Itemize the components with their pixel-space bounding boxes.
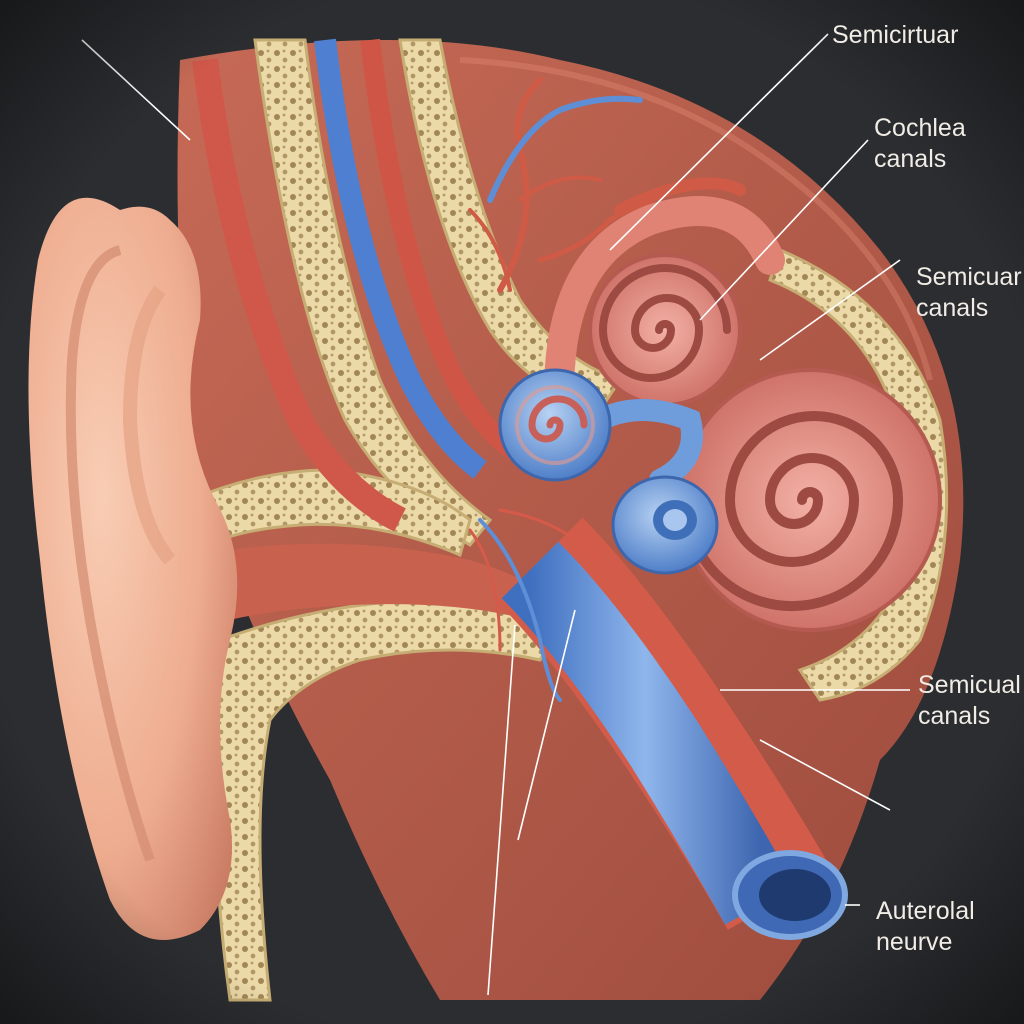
label-cochlea-canals: Cochlea canals: [874, 114, 966, 173]
label-semicircular-mid: Semicuar canals: [916, 263, 1022, 322]
label-auditory-nerve: Auterolal neurve: [876, 897, 975, 956]
label-semicircular-top: Semicirtuar: [832, 21, 959, 49]
label-semicircular-low: Semicual canals: [918, 671, 1021, 730]
